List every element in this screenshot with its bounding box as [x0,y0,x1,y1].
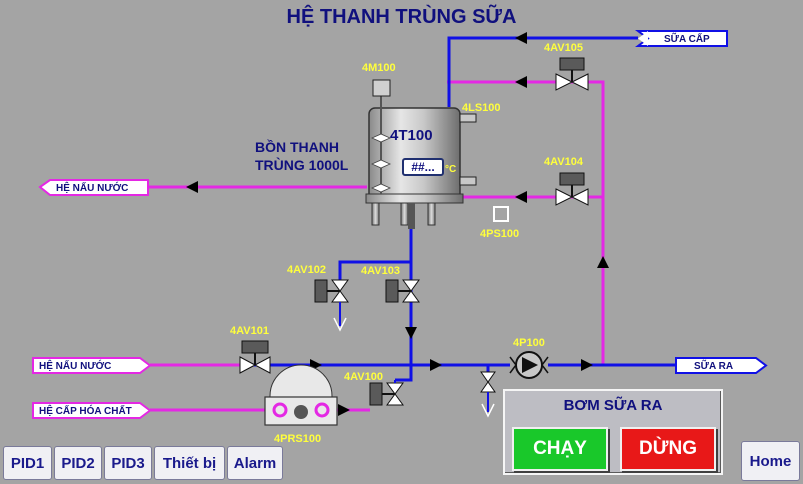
chem-pump-tag: 4PRS100 [274,433,321,445]
port-sua-ra: SỮA RA [675,357,768,374]
valve-4av104-tag: 4AV104 [544,156,584,168]
valve-4av105[interactable]: 4AV105 [544,42,589,91]
port-he-cap-hoa-chat-label: HỆ CẤP HÓA CHẤT [39,404,132,417]
port-he-nau-nuoc-top-label: HỆ NẤU NƯỚC [56,181,128,194]
pump-4p100[interactable]: 4P100 [509,337,549,379]
page-title: HỆ THANH TRÙNG SỮA [286,6,517,28]
valve-4av105-tag: 4AV105 [544,42,583,54]
valve-4av100-tag: 4AV100 [344,371,383,383]
port-he-cap-hoa-chat: HỆ CẤP HÓA CHẤT [32,402,152,419]
hot-water-lines [148,80,605,412]
tank-name-line1: BỒN THANH [255,138,339,155]
nav-pid3-button[interactable]: PID3 [104,446,152,480]
valve-4av104[interactable]: 4AV104 [544,156,589,206]
run-button[interactable]: CHẠY [512,427,608,471]
level-switch-4ls100[interactable]: 4LS100 [459,102,501,186]
milk-lines [240,36,676,382]
port-he-nau-nuoc-top: HỆ NẤU NƯỚC [38,179,149,196]
valve-4av101-tag: 4AV101 [230,325,269,337]
tank-temperature-display: ##... [402,158,444,176]
nav-pid1-button[interactable]: PID1 [3,446,52,480]
tank-tag: 4T100 [390,127,433,144]
valve-4av102[interactable]: 4AV102 [287,264,349,332]
port-he-nau-nuoc-left-label: HỆ NẤU NƯỚC [39,359,111,372]
valve-4av102-tag: 4AV102 [287,264,326,276]
pressure-switch-4ps100[interactable]: 4PS100 [480,206,519,240]
tank-4t100[interactable]: 4T100 °C [365,96,464,229]
port-sua-cap: SỮA CẤP [635,30,728,47]
valve-4av103[interactable]: 4AV103 [361,265,420,303]
port-he-nau-nuoc-left: HỆ NẤU NƯỚC [32,357,152,374]
agitator-tag: 4M100 [362,62,396,74]
level-switch-tag: 4LS100 [462,102,501,114]
home-button[interactable]: Home [741,441,800,481]
pump-panel-title: BƠM SỮA RA [563,397,663,414]
nav-pid2-button[interactable]: PID2 [54,446,102,480]
nav-thiet-bi-button[interactable]: Thiết bị [154,446,225,480]
stop-button[interactable]: DỪNG [620,427,716,471]
agitator-motor-4m100[interactable]: 4M100 [362,62,396,97]
port-sua-cap-label: SỮA CẤP [664,32,710,45]
drain-valve[interactable] [480,371,496,418]
pressure-switch-tag: 4PS100 [480,228,519,240]
tank-name-line2: TRÙNG 1000L [255,156,349,173]
temp-unit: °C [445,164,456,175]
valve-4av101[interactable]: 4AV101 [230,325,271,374]
nav-alarm-button[interactable]: Alarm [227,446,283,480]
pump-control-panel: BƠM SỮA RA CHẠY DỪNG [503,389,723,475]
flow-arrows [186,32,609,416]
port-sua-ra-label: SỮA RA [694,359,733,372]
valve-4av100[interactable]: 4AV100 [344,371,404,406]
chem-pump-4prs100[interactable]: 4PRS100 [264,364,338,445]
valve-4av103-tag: 4AV103 [361,265,400,277]
pump-tag: 4P100 [513,337,545,349]
